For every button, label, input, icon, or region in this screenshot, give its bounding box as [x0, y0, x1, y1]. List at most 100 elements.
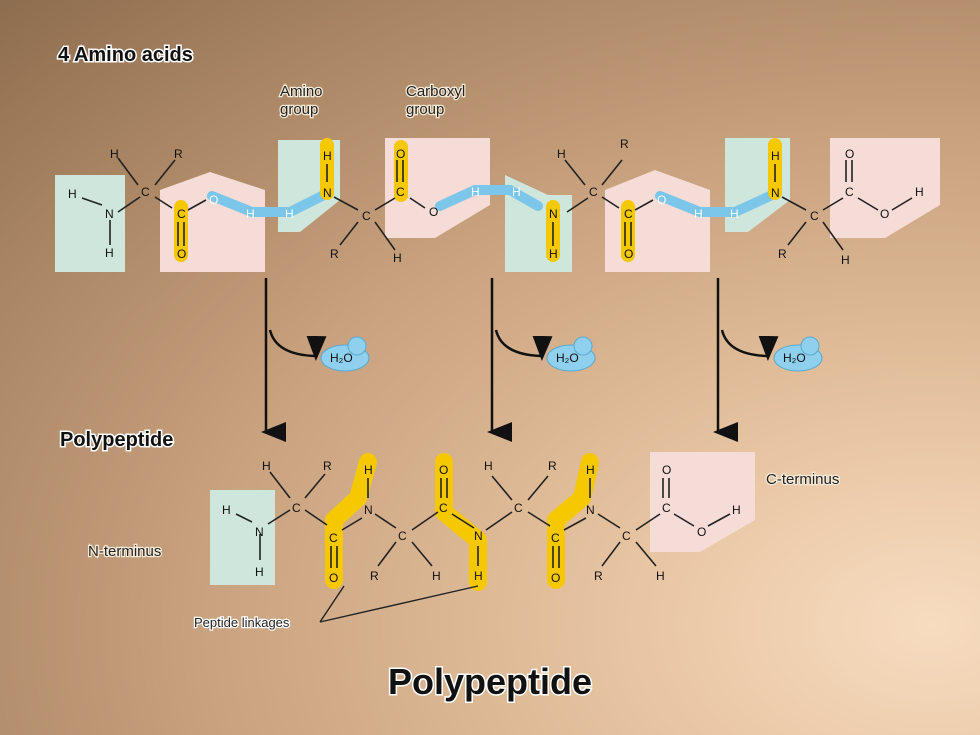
- water-label: H₂O: [783, 351, 806, 365]
- reaction-arrows: [261, 278, 779, 442]
- diagram-title: 4 Amino acids: [58, 44, 193, 66]
- hydrogen-atom: H: [484, 459, 493, 473]
- carbon-atom: C: [622, 529, 631, 543]
- hydrogen-atom: H: [732, 503, 741, 517]
- r-group: R: [323, 459, 332, 473]
- carbon-atom: C: [177, 207, 186, 221]
- water-release-arrow: [268, 329, 327, 361]
- hydrogen-atom: H: [841, 253, 850, 267]
- hydrogen-atom: H: [393, 251, 402, 265]
- top-row-bonds: [81, 157, 913, 251]
- oxygen-atom: O: [177, 247, 186, 261]
- r-group: R: [330, 247, 339, 261]
- water-bond: [655, 191, 775, 217]
- nitrogen-atom: N: [549, 207, 558, 221]
- carbon-atom: C: [551, 531, 560, 545]
- polypeptide-section-title: Polypeptide: [60, 429, 173, 451]
- carbon-atom: C: [396, 185, 405, 199]
- carbonyl-highlight: [394, 140, 408, 202]
- carbon-atom: C: [329, 531, 338, 545]
- r-group: R: [548, 459, 557, 473]
- carbonyl-highlight: [621, 200, 635, 262]
- water-release-arrow: [494, 329, 553, 361]
- carboxyl-group-box: [385, 138, 490, 238]
- carbon-atom: C: [362, 209, 371, 223]
- bottom-row-atoms: H R H C N H C O H N C R H O C N H H R C …: [222, 459, 741, 585]
- oxygen-atom: O: [209, 193, 218, 207]
- peptide-linkage: [325, 453, 377, 589]
- r-group: R: [778, 247, 787, 261]
- oxygen-atom: O: [551, 571, 560, 585]
- oxygen-atom: O: [880, 207, 889, 221]
- nitrogen-atom: N: [586, 503, 595, 517]
- hydrogen-atom: H: [68, 187, 77, 201]
- c-terminus-box: [650, 452, 755, 552]
- oxygen-atom: O: [697, 525, 706, 539]
- oxygen-atom: O: [662, 463, 671, 477]
- carboxyl-group-box: [830, 138, 940, 238]
- carbon-atom: C: [845, 185, 854, 199]
- nitrogen-atom: N: [255, 525, 264, 539]
- peptide-linkages-label: Peptide linkages: [194, 615, 290, 630]
- water-release-arrow: [720, 329, 779, 361]
- water-molecule: H₂O: [320, 336, 370, 372]
- carboxyl-group-label-line1: Carboxyl: [406, 83, 465, 100]
- hydrogen-atom: H: [246, 207, 255, 221]
- carbon-atom: C: [589, 185, 598, 199]
- n-terminus-label: N-terminus: [88, 543, 161, 560]
- hydrogen-atom: H: [364, 463, 373, 477]
- water-bond: [435, 185, 543, 211]
- hydrogen-atom: H: [694, 207, 703, 221]
- hydrogen-atom: H: [474, 569, 483, 583]
- c-terminus-label: C-terminus: [766, 471, 839, 488]
- hydrogen-atom: H: [255, 565, 264, 579]
- bottom-row-bonds: [235, 471, 731, 568]
- carboxyl-group-label-line2: group: [406, 101, 444, 118]
- carbon-atom: C: [810, 209, 819, 223]
- nitrogen-atom: N: [105, 207, 114, 221]
- carbon-atom: C: [514, 501, 523, 515]
- peptide-linkage: [547, 453, 599, 589]
- carbon-atom: C: [624, 207, 633, 221]
- water-label: H₂O: [330, 351, 353, 365]
- oxygen-atom: O: [329, 571, 338, 585]
- amino-group-box: [55, 175, 125, 272]
- oxygen-atom: O: [429, 205, 438, 219]
- hydrogen-atom: H: [586, 463, 595, 477]
- carbon-atom: C: [439, 501, 448, 515]
- oxygen-atom: O: [439, 463, 448, 477]
- r-group: R: [174, 147, 183, 161]
- nitrogen-atom: N: [323, 186, 332, 200]
- hydrogen-atom: H: [222, 503, 231, 517]
- peptide-linkage-pointers: [319, 585, 479, 623]
- carbonyl-highlight: [174, 200, 188, 262]
- hydrogen-atom: H: [432, 569, 441, 583]
- hydrogen-atom: H: [110, 147, 119, 161]
- carboxyl-group-box: [605, 170, 710, 272]
- carbon-atom: C: [292, 501, 301, 515]
- hydrogen-atom: H: [285, 207, 294, 221]
- footer-title: Polypeptide: [388, 661, 592, 702]
- hydrogen-atom: H: [557, 147, 566, 161]
- amino-group-label-line2: group: [280, 101, 318, 118]
- hydrogen-atom: H: [730, 207, 739, 221]
- hydrogen-atom: H: [262, 459, 271, 473]
- r-group: R: [370, 569, 379, 583]
- hydrogen-atom: H: [771, 149, 780, 163]
- hydrogen-atom: H: [323, 149, 332, 163]
- hydrogen-atom: H: [471, 185, 480, 199]
- carbon-atom: C: [398, 529, 407, 543]
- amino-group-label-line1: Amino: [280, 83, 323, 100]
- hydrogen-atom: H: [915, 185, 924, 199]
- hydrogen-atom: H: [656, 569, 665, 583]
- water-molecule: H₂O: [546, 336, 596, 372]
- hydrogen-atom: H: [549, 247, 558, 261]
- top-row-atoms: H R H C N H C O O H H H N C R H O C O H …: [68, 137, 924, 267]
- peptide-linkage: [435, 453, 487, 591]
- carbon-atom: C: [662, 501, 671, 515]
- hydrogen-atom: H: [512, 185, 521, 199]
- carbon-atom: C: [141, 185, 150, 199]
- nitrogen-atom: N: [364, 503, 373, 517]
- nitrogen-atom: N: [771, 186, 780, 200]
- water-molecule: H₂O: [773, 336, 823, 372]
